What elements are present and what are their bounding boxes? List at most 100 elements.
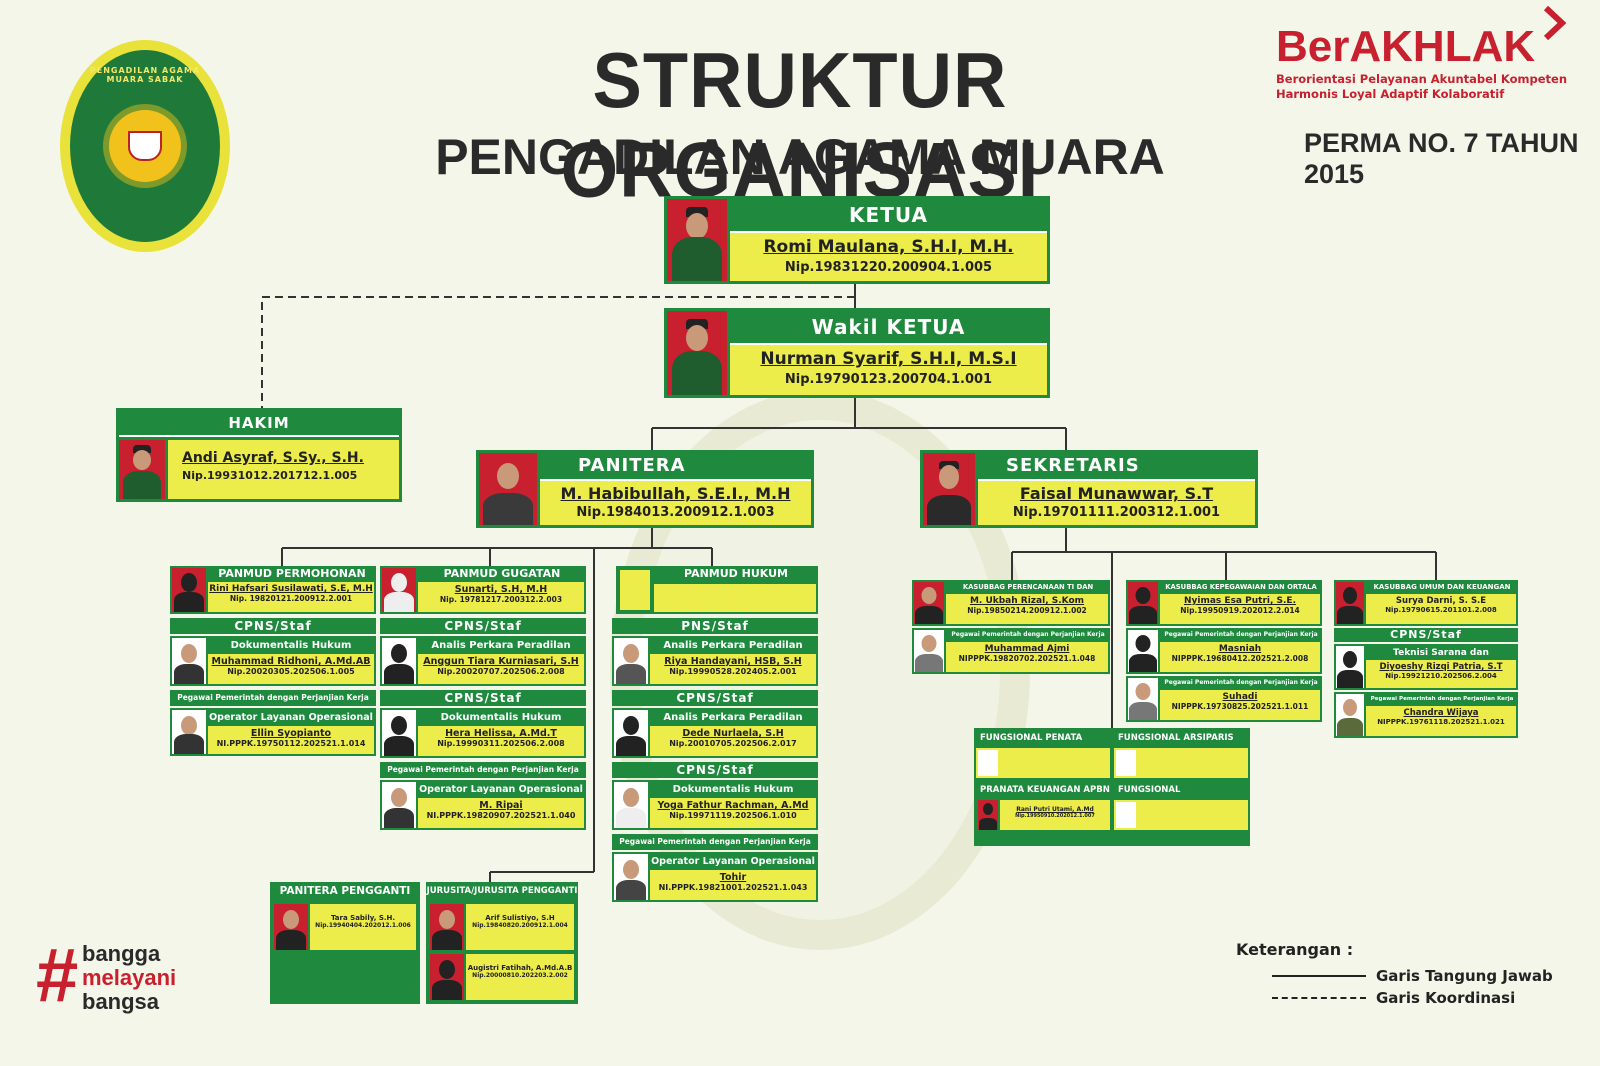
sekretaris-photo bbox=[923, 453, 975, 525]
sekretaris-title: SEKRETARIS bbox=[978, 453, 1255, 481]
kasubbag-kepeg-nip: Nip.19950919.202012.2.014 bbox=[1180, 606, 1300, 615]
kasubbag-umum-photo bbox=[1336, 582, 1364, 624]
berakhlak-tagline-1: Berorientasi Pelayanan Akuntabel Kompete… bbox=[1276, 72, 1568, 86]
umum-staf-card: Teknisi Sarana dan Prasarana Diyoeshy Ri… bbox=[1334, 644, 1518, 690]
kepeg-p3k2-card: Pegawai Pemerintah dengan Perjanjian Ker… bbox=[1126, 676, 1322, 722]
kepeg-p3k2-name: Suhadi bbox=[1222, 692, 1258, 702]
hukum-pns-body: Riya Handayani, HSB, S.H Nip.19990528.20… bbox=[650, 654, 816, 684]
permohonan-staf-photo bbox=[172, 638, 206, 684]
gugatan-staf1-role: Analis Perkara Peradilan bbox=[418, 638, 584, 654]
wakil-ketua-photo bbox=[667, 311, 727, 395]
hukum-p3k-name: Tohir bbox=[719, 872, 747, 883]
hukum-p3k-nip: NI.PPPK.19821001.202521.1.043 bbox=[658, 883, 808, 892]
hukum-pns-name: Riya Handayani, HSB, S.H bbox=[664, 656, 802, 667]
seal-text: PENGADILAN AGAMA MUARA SABAK bbox=[89, 66, 201, 84]
umum-p3k-nip: NIPPPK.19761118.202521.1.021 bbox=[1377, 718, 1505, 726]
panmud-gugatan-title: PANMUD GUGATAN bbox=[443, 567, 561, 580]
gugatan-p3k-card: Operator Layanan Operasional M. Ripai NI… bbox=[380, 780, 586, 830]
jurusita-p2-nip: Nip.20000810.202203.2.002 bbox=[472, 972, 568, 979]
permohonan-staf-card: Dokumentalis Hukum Muhammad Ridhoni, A.M… bbox=[170, 636, 376, 686]
hukum-staf1-header: CPNS/Staf bbox=[612, 690, 818, 706]
hukum-pns-nip: Nip.19990528.202405.2.001 bbox=[669, 667, 797, 676]
kasubbag-umum-name: Surya Darni, S. S.E bbox=[1395, 596, 1487, 606]
permohonan-p3k-role: Operator Layanan Operasional bbox=[208, 710, 374, 726]
panmud-gugatan-photo bbox=[382, 568, 416, 612]
umum-staf-photo bbox=[1336, 646, 1364, 688]
jurusita-title: JURUSITA/JURUSITA PENGGANTI bbox=[426, 886, 578, 896]
gugatan-staf1-photo bbox=[382, 638, 416, 684]
panmud-permohonan-nip: Nip. 19820121.200912.2.001 bbox=[229, 594, 353, 603]
gugatan-staf1-card: Analis Perkara Peradilan Anggun Tiara Ku… bbox=[380, 636, 586, 686]
ptip-p3k-name: Muhammad Ajmi bbox=[984, 644, 1070, 654]
panitera-nip: Nip.1984013.200912.1.003 bbox=[576, 505, 775, 520]
kasubbag-umum-nip: Nip.19790615.201101.2.008 bbox=[1385, 606, 1497, 614]
permohonan-staf-body: Muhammad Ridhoni, A.Md.AB Nip.20020305.2… bbox=[208, 654, 374, 684]
kasubbag-ptip-nip: Nip.19850214.200912.1.002 bbox=[967, 606, 1087, 615]
hukum-staf1-nip: Nip.20010705.202506.2.017 bbox=[669, 739, 797, 748]
jurusita-card: JURUSITA/JURUSITA PENGGANTI Arif Sulisti… bbox=[426, 882, 578, 1004]
panitera-pengganti-photo bbox=[274, 904, 308, 950]
panmud-hukum-card: PANMUD HUKUM bbox=[616, 566, 818, 614]
sekretaris-body: Faisal Munawwar, S.T Nip.19701111.200312… bbox=[978, 481, 1255, 525]
permohonan-p3k-body: Ellin Syopianto NI.PPPK.19750112.202521.… bbox=[208, 726, 374, 754]
wakil-ketua-body: Nurman Syarif, S.H.I, M.S.I Nip.19790123… bbox=[730, 345, 1047, 395]
jurusita-p2-name: Augistri Fatihah, A.Md.A.B bbox=[467, 964, 573, 972]
hakim-box: HAKIM Andi Asyraf, S.Sy., S.H. Nip.19931… bbox=[116, 408, 402, 502]
ketua-photo bbox=[667, 199, 727, 281]
hukum-pns-card: Analis Perkara Peradilan Riya Handayani,… bbox=[612, 636, 818, 686]
gugatan-staf1-body: Anggun Tiara Kurniasari, S.H Nip.2002070… bbox=[418, 654, 584, 684]
gugatan-p3k-nip: NI.PPPK.19820907.202521.1.040 bbox=[426, 811, 576, 820]
hukum-pns-header: PNS/Staf bbox=[612, 618, 818, 634]
ptip-p3k-photo bbox=[914, 630, 944, 672]
fungsional-block: FUNGSIONAL PENATA KOMPUTER FUNGSIONAL AR… bbox=[974, 728, 1250, 846]
panitera-photo bbox=[479, 453, 537, 525]
hakim-photo bbox=[119, 440, 165, 499]
legend-title: Keterangan : bbox=[1236, 940, 1354, 959]
hukum-staf1-role: Analis Perkara Peradilan bbox=[650, 710, 816, 726]
hukum-p3k-header: Pegawai Pemerintah dengan Perjanjian Ker… bbox=[612, 834, 818, 862]
wakil-ketua-box: Wakil KETUA Nurman Syarif, S.H.I, M.S.I … bbox=[664, 308, 1050, 398]
panitera-title: PANITERA bbox=[540, 453, 811, 481]
wakil-ketua-name: Nurman Syarif, S.H.I, M.S.I bbox=[760, 349, 1017, 369]
kasubbag-ptip-name: M. Ukbah Rizal, S.Kom bbox=[969, 596, 1085, 606]
legend-dashed-label: Garis Koordinasi bbox=[1376, 989, 1516, 1007]
gugatan-p3k-photo bbox=[382, 782, 416, 828]
court-seal-logo: PENGADILAN AGAMA MUARA SABAK bbox=[60, 40, 230, 252]
legend: Keterangan : Garis Tangung Jawab Garis K… bbox=[1236, 940, 1576, 1011]
hukum-pns-photo bbox=[614, 638, 648, 684]
permohonan-staf-name: Muhammad Ridhoni, A.Md.AB bbox=[211, 656, 371, 667]
pranata-keuangan-title: PRANATA KEUANGAN APBN bbox=[980, 785, 1110, 795]
jurusita-p1-name: Arif Sulistiyo, S.H bbox=[485, 914, 555, 922]
gugatan-staf1-name: Anggun Tiara Kurniasari, S.H bbox=[423, 656, 579, 667]
hukum-staf1-photo bbox=[614, 710, 648, 756]
ketua-box: KETUA Romi Maulana, S.H.I, M.H. Nip.1983… bbox=[664, 196, 1050, 284]
penata-komputer-slot bbox=[976, 748, 1110, 778]
sekretaris-box: SEKRETARIS Faisal Munawwar, S.T Nip.1970… bbox=[920, 450, 1258, 528]
kasubbag-ptip-photo bbox=[914, 582, 944, 624]
kepeg-p3k2-nip: NIPPPK.19730825.202521.1.011 bbox=[1171, 702, 1309, 711]
jurusita-p2-body: Augistri Fatihah, A.Md.A.B Nip.20000810.… bbox=[466, 954, 574, 1000]
wakil-ketua-nip: Nip.19790123.200704.1.001 bbox=[784, 372, 993, 387]
umum-p3k-photo bbox=[1336, 694, 1364, 736]
permohonan-p3k-card: Operator Layanan Operasional Ellin Syopi… bbox=[170, 708, 376, 756]
umum-p3k-name: Chandra Wijaya bbox=[1403, 708, 1479, 718]
kasubbag-kepeg-title: KASUBBAG KEPEGAWAIAN DAN ORTALA bbox=[1165, 583, 1317, 591]
legend-solid: Garis Tangung Jawab bbox=[1272, 967, 1576, 985]
kasubbag-umum-body: Surya Darni, S. S.E Nip.19790615.201101.… bbox=[1366, 594, 1516, 624]
ketua-nip: Nip.19831220.200904.1.005 bbox=[784, 260, 993, 275]
fungsional-arsiparis: FUNGSIONAL ARSIPARIS bbox=[1118, 733, 1234, 743]
bangga-word-1: bangga bbox=[82, 941, 161, 966]
panitera-pengganti-name: Tara Sabily, S.H. bbox=[330, 914, 396, 922]
pustakawan-slot bbox=[1114, 800, 1248, 830]
gugatan-p3k-header: Pegawai Pemerintah dengan Perjanjian Ker… bbox=[380, 762, 586, 790]
ketua-body: Romi Maulana, S.H.I, M.H. Nip.19831220.2… bbox=[730, 233, 1047, 281]
panmud-permohonan-photo bbox=[172, 568, 206, 612]
panmud-gugatan-card: PANMUD GUGATAN Sunarti, S.H, M.H Nip. 19… bbox=[380, 566, 586, 614]
gugatan-staf2-body: Hera Helissa, A.Md.T Nip.19990311.202506… bbox=[418, 726, 584, 756]
shield-icon bbox=[128, 131, 162, 161]
ptip-p3k-body: Muhammad Ajmi NIPPPK.19820702.202521.1.0… bbox=[946, 642, 1108, 672]
legend-solid-label: Garis Tangung Jawab bbox=[1376, 967, 1553, 985]
panmud-hukum-body bbox=[654, 584, 816, 612]
